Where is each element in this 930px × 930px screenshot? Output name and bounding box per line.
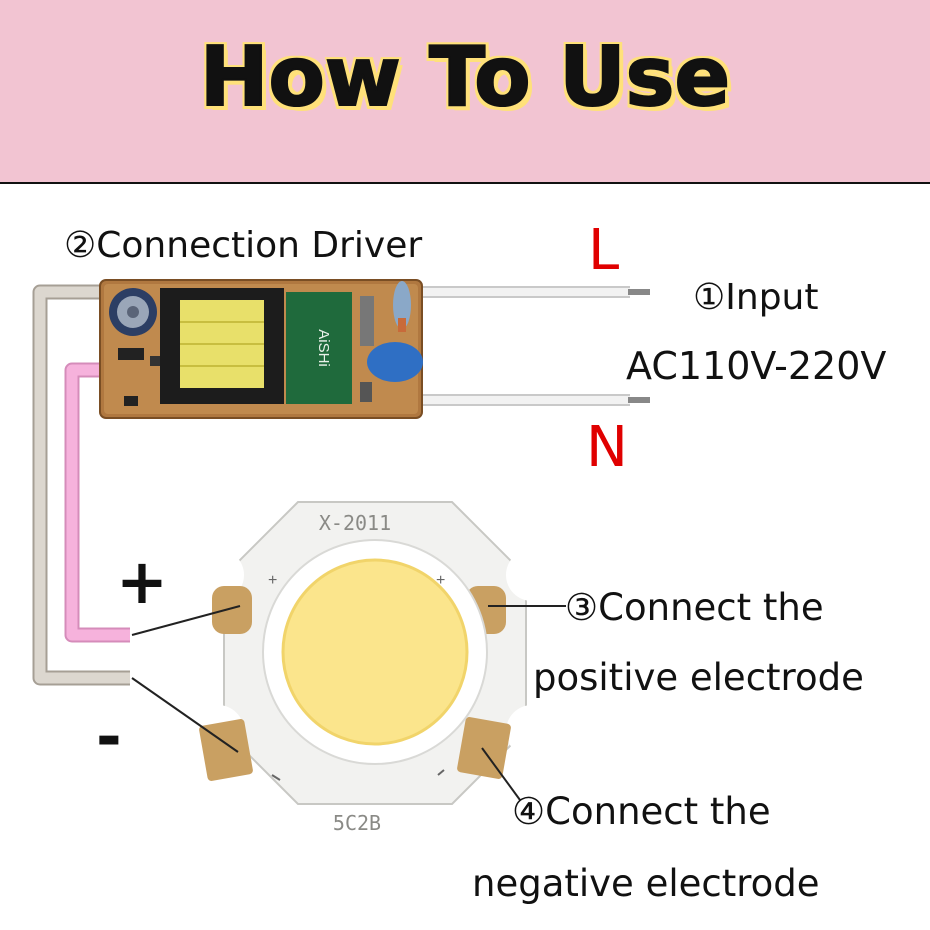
live-line-label: L: [588, 218, 620, 283]
driver-brand-marking: AiSHi: [315, 329, 332, 367]
minus-sign: -: [96, 700, 122, 773]
negative-wire: [32, 284, 130, 686]
svg-text:+: +: [436, 572, 445, 589]
negative-step-line2: negative electrode: [472, 862, 820, 905]
led-top-marking: X-2011: [319, 511, 391, 535]
input-label: ①Input: [693, 277, 819, 318]
led-cob-chip: X-2011 5C2B + +: [192, 501, 558, 835]
positive-wire: [64, 362, 130, 643]
led-bottom-marking: 5C2B: [333, 811, 381, 835]
title-banner: How To Use: [0, 0, 930, 184]
svg-text:+: +: [268, 572, 277, 589]
page-title: How To Use: [199, 29, 731, 126]
positive-step-line1: ③Connect the: [565, 586, 824, 629]
plus-sign: +: [116, 545, 168, 618]
driver-board: AiSHi: [99, 279, 423, 419]
positive-step-line2: positive electrode: [533, 656, 864, 699]
pointer-lines: [131, 605, 566, 801]
negative-step-line1: ④Connect the: [512, 790, 771, 833]
voltage-label: AC110V-220V: [626, 344, 887, 388]
neutral-line-label: N: [586, 415, 628, 480]
driver-label: ②Connection Driver: [64, 225, 423, 266]
